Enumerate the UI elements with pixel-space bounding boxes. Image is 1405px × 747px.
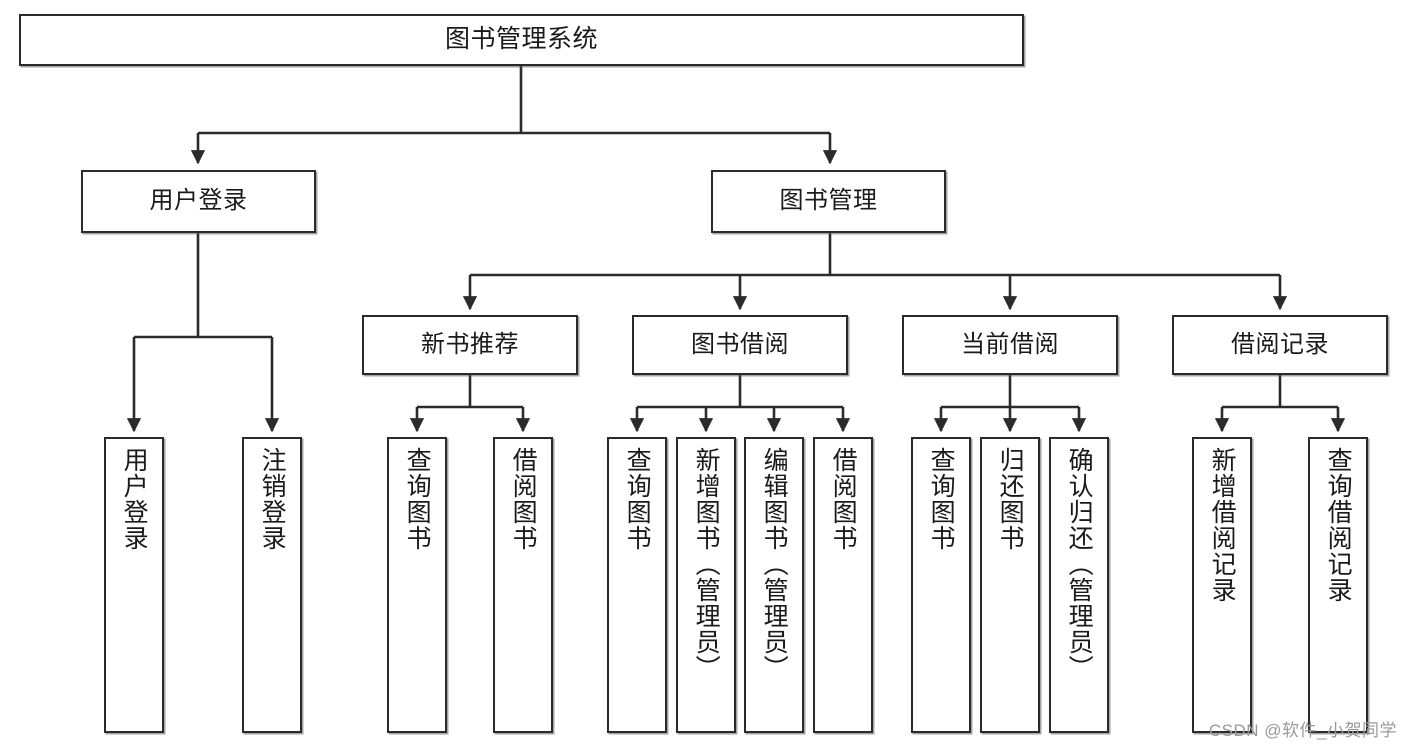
node-label: 用户登录 xyxy=(120,447,149,551)
node-label: 新增借阅记录 xyxy=(1208,447,1237,603)
node-label: 借阅记录 xyxy=(1231,330,1329,358)
node-label: 新书推荐 xyxy=(421,330,519,358)
node-label: 当前借阅 xyxy=(961,330,1059,358)
leaf-query-book-current[interactable]: 查询图书 xyxy=(911,437,971,733)
leaf-edit-book-admin[interactable]: 编辑图书（管理员） xyxy=(744,437,804,733)
leaf-borrow-book-recommend[interactable]: 借阅图书 xyxy=(493,437,553,733)
node-label: 查询图书 xyxy=(623,447,652,551)
leaf-query-borrow-record[interactable]: 查询借阅记录 xyxy=(1308,437,1368,733)
node-current-borrow[interactable]: 当前借阅 xyxy=(902,315,1118,375)
node-label: 用户登录 xyxy=(149,187,248,215)
node-label: 借阅图书 xyxy=(509,447,538,551)
node-book-management[interactable]: 图书管理 xyxy=(711,170,946,233)
node-book-borrow[interactable]: 图书借阅 xyxy=(632,315,848,375)
leaf-confirm-return-admin[interactable]: 确认归还（管理员） xyxy=(1049,437,1109,733)
node-label: 查询图书 xyxy=(403,447,432,551)
node-label: 图书管理 xyxy=(779,187,878,215)
leaf-query-book-borrow[interactable]: 查询图书 xyxy=(607,437,667,733)
node-label: 图书管理系统 xyxy=(444,25,598,54)
node-label: 编辑图书（管理员） xyxy=(760,447,789,681)
node-label: 查询借阅记录 xyxy=(1324,447,1353,603)
leaf-user-login[interactable]: 用户登录 xyxy=(104,437,164,733)
leaf-return-book[interactable]: 归还图书 xyxy=(980,437,1040,733)
node-user-login[interactable]: 用户登录 xyxy=(81,170,316,233)
node-label: 新增图书（管理员） xyxy=(692,447,721,681)
node-label: 借阅图书 xyxy=(829,447,858,551)
node-label: 查询图书 xyxy=(927,447,956,551)
csdn-watermark: CSDN @软件_小贺同学 xyxy=(1208,721,1397,740)
node-new-book-recommend[interactable]: 新书推荐 xyxy=(362,315,578,375)
node-label: 注销登录 xyxy=(258,447,287,551)
node-root-system[interactable]: 图书管理系统 xyxy=(19,14,1024,66)
leaf-user-logout[interactable]: 注销登录 xyxy=(242,437,302,733)
node-label: 图书借阅 xyxy=(691,330,789,358)
leaf-add-borrow-record[interactable]: 新增借阅记录 xyxy=(1192,437,1252,733)
node-borrow-record[interactable]: 借阅记录 xyxy=(1172,315,1388,375)
leaf-query-book-recommend[interactable]: 查询图书 xyxy=(387,437,447,733)
leaf-borrow-book[interactable]: 借阅图书 xyxy=(813,437,873,733)
node-label: 确认归还（管理员） xyxy=(1065,447,1094,681)
leaf-add-book-admin[interactable]: 新增图书（管理员） xyxy=(676,437,736,733)
node-label: 归还图书 xyxy=(996,447,1025,551)
